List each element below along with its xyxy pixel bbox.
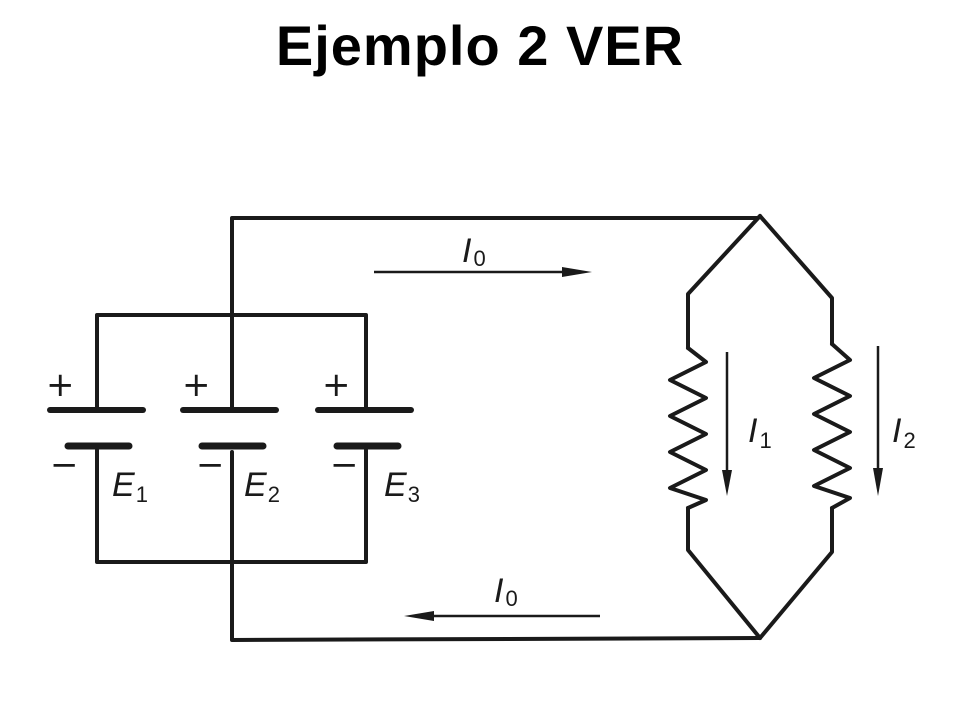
resistor-branch-left-wire — [686, 214, 762, 350]
minus-sign-e3: − — [330, 445, 359, 485]
current-arrow-i1-head — [722, 470, 732, 496]
battery-bottom-rail — [95, 448, 368, 564]
label-e2: E2 — [244, 466, 280, 507]
bottom-wire — [230, 450, 762, 642]
current-arrow-i2-head — [873, 468, 883, 496]
battery-top-rail — [95, 313, 368, 412]
resistor-1 — [668, 346, 708, 510]
label-e1: E1 — [112, 466, 148, 507]
label-i0-bottom: I0 — [494, 572, 518, 611]
label-i0-top: I0 — [462, 232, 486, 271]
resistor-branch-right-wire — [758, 214, 834, 346]
resistor-branch-left-wire-bottom — [686, 506, 762, 640]
plus-sign-e2: + — [182, 365, 211, 405]
label-i1: I1 — [748, 412, 772, 453]
plus-sign-e1: + — [46, 365, 75, 405]
current-arrow-i0-bottom-head — [404, 611, 434, 621]
slide-title: Ejemplo 2 VER — [275, 14, 685, 77]
current-arrow-i0-top-head — [562, 267, 592, 277]
plus-sign-e3: + — [322, 365, 351, 405]
resistor-branch-right-wire-bottom — [758, 506, 834, 640]
label-e3: E3 — [384, 466, 420, 507]
label-i2: I2 — [892, 412, 916, 453]
minus-sign-e1: − — [50, 445, 79, 485]
minus-sign-e2: − — [196, 445, 225, 485]
resistor-2 — [812, 342, 852, 510]
